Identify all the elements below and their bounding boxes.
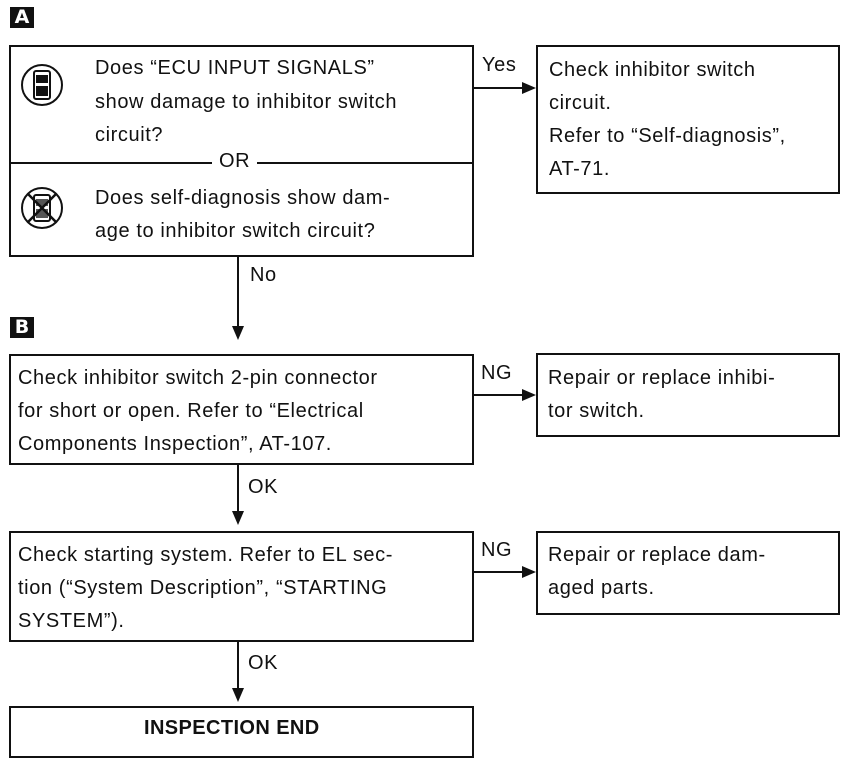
question1-line3: circuit? (95, 124, 164, 146)
yes-box-line4: AT-71. (549, 158, 611, 180)
no-label: No (250, 264, 277, 286)
step1-ng-arrow (522, 389, 536, 401)
inspection-end-label: INSPECTION END (144, 717, 320, 739)
question2-line1: Does self-diagnosis show dam- (95, 187, 391, 209)
step1-ng-line1: Repair or replace inhibi- (548, 367, 776, 389)
step2-line2: tion (“System Description”, “STARTING (18, 577, 388, 599)
yes-connector (474, 87, 522, 89)
yes-box-line2: circuit. (549, 92, 612, 114)
step1-ok-label: OK (248, 476, 279, 498)
step2-ng-line1: Repair or replace dam- (548, 544, 766, 566)
step2-ng-box (536, 531, 840, 615)
no-tools-icon (20, 186, 64, 235)
step1-ng-label: NG (481, 362, 513, 384)
step1-box (9, 354, 474, 465)
step1-line1: Check inhibitor switch 2-pin connector (18, 367, 378, 389)
step1-line3: Components Inspection”, AT-107. (18, 433, 332, 455)
step1-ng-box (536, 353, 840, 437)
step2-box (9, 531, 474, 642)
yes-label: Yes (482, 54, 517, 76)
step1-ng-line2: tor switch. (548, 400, 645, 422)
yes-result-box (536, 45, 840, 194)
no-arrow (232, 326, 244, 340)
yes-box-line3: Refer to “Self-diagnosis”, (549, 125, 786, 147)
consult-tester-icon (20, 63, 64, 112)
step2-ok-connector (237, 642, 239, 689)
step2-ok-arrow (232, 688, 244, 702)
step1-line2: for short or open. Refer to “Electrical (18, 400, 364, 422)
question1-line2: show damage to inhibitor switch (95, 91, 398, 113)
step2-line1: Check starting system. Refer to EL sec- (18, 544, 394, 566)
question1-line1: Does “ECU INPUT SIGNALS” (95, 57, 375, 79)
step1-ok-arrow (232, 511, 244, 525)
question2-line2: age to inhibitor switch circuit? (95, 220, 376, 242)
no-connector (237, 257, 239, 327)
yes-arrow (522, 82, 536, 94)
step2-ng-connector (474, 571, 522, 573)
step2-ng-line2: aged parts. (548, 577, 655, 599)
step1-ng-connector (474, 394, 522, 396)
step1-ok-connector (237, 465, 239, 512)
step2-ng-label: NG (481, 539, 513, 561)
step2-ng-arrow (522, 566, 536, 578)
yes-box-line1: Check inhibitor switch (549, 59, 756, 81)
section-b-badge: B (10, 317, 34, 338)
step2-line3: SYSTEM”). (18, 610, 125, 632)
or-label: OR (212, 150, 258, 172)
section-a-badge: A (10, 7, 34, 28)
step2-ok-label: OK (248, 652, 279, 674)
